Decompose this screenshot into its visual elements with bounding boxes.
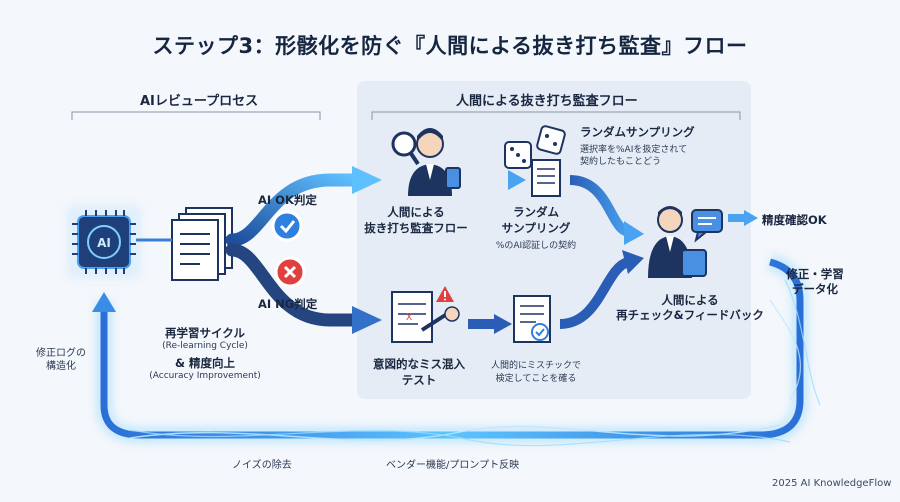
ng-branch-arrow: [225, 243, 382, 334]
structuring-label-1: 修正ログの: [36, 348, 86, 359]
human-check-note-1: 人間的にミスチックで: [490, 361, 581, 371]
test-to-check-arrow: [468, 314, 512, 334]
svg-text:AI: AI: [97, 236, 111, 250]
accuracy-improvement-label: & 精度向上: [174, 356, 236, 370]
human-flow-label-2: 抜き打ち監査フロー: [364, 221, 468, 235]
sampling-to-recheck-arrow: [569, 175, 644, 245]
recheck-person-icon: [648, 206, 707, 278]
warning-icon: [436, 286, 454, 302]
random-sampling-note: %のAI認証しの契約: [495, 241, 577, 251]
ai-ng-label: AI NG判定: [258, 297, 318, 311]
vendor-reflection-label: ベンダー機能/プロンプト反映: [386, 460, 520, 471]
correction-label-1: 修正・学習: [786, 267, 844, 281]
recheck-label-1: 人間による: [661, 293, 719, 307]
error-test-document-icon: X: [391, 291, 460, 343]
accuracy-improvement-label-en: (Accuracy Improvement): [149, 371, 261, 381]
human-audit-heading: 人間による抜き打ち監査フロー: [456, 94, 638, 109]
random-sampling-title: ランダムサンプリング: [580, 125, 695, 139]
noise-removal-label: ノイズの除去: [232, 460, 292, 471]
correction-label-2: データ化: [792, 282, 838, 296]
human-audit-bracket: [371, 111, 741, 120]
auditor-person-icon: [391, 128, 461, 196]
random-sampling-desc-1: 選択率を%AIを扱定されて: [580, 145, 688, 155]
random-sampling-label-1: ランダム: [513, 205, 559, 219]
human-check-note-2: 検定してことを確る: [495, 374, 577, 384]
checked-document-icon: [513, 295, 551, 343]
relearning-label-en: (Re-learning Cycle): [162, 341, 248, 351]
ok-branch-arrow: [225, 166, 382, 247]
sampling-document-icon: [531, 159, 561, 197]
human-flow-label-1: 人間による: [387, 205, 445, 219]
documents-icon: [171, 207, 233, 281]
ai-review-bracket: [71, 111, 321, 120]
accuracy-ok-arrow: [728, 210, 758, 226]
recheck-label-2: 再チェック&フィードバック: [616, 308, 764, 322]
random-sampling-desc-2: 契約したもことどう: [580, 157, 662, 167]
check-to-recheck-arrow: [559, 250, 644, 329]
svg-text:X: X: [406, 313, 412, 323]
accuracy-ok-label: 精度確認OK: [762, 213, 827, 227]
ok-check-icon: [271, 210, 303, 242]
ai-review-heading: AIレビュープロセス: [140, 94, 259, 109]
ai-chip-icon: AI: [66, 204, 142, 280]
chat-bubble-icon: [691, 209, 723, 243]
feedback-loop: [92, 253, 821, 447]
structuring-label-2: 構造化: [46, 361, 76, 372]
intentional-error-label-1: 意図的なミス混入: [373, 357, 465, 371]
ai-ok-label: AI OK判定: [258, 193, 317, 207]
footer-copyright: 2025 AI KnowledgeFlow: [772, 478, 892, 489]
random-sampling-label-2: サンプリング: [501, 221, 571, 235]
page-title: ステップ3：形骸化を防ぐ『人間による抜き打ち監査』フロー: [152, 34, 748, 58]
intentional-error-label-2: テスト: [401, 373, 437, 387]
relearning-label: 再学習サイクル: [165, 326, 245, 340]
dice-icon: [504, 125, 566, 169]
ng-cross-icon: [274, 256, 306, 288]
audit-to-sampling-arrow: [468, 170, 526, 190]
